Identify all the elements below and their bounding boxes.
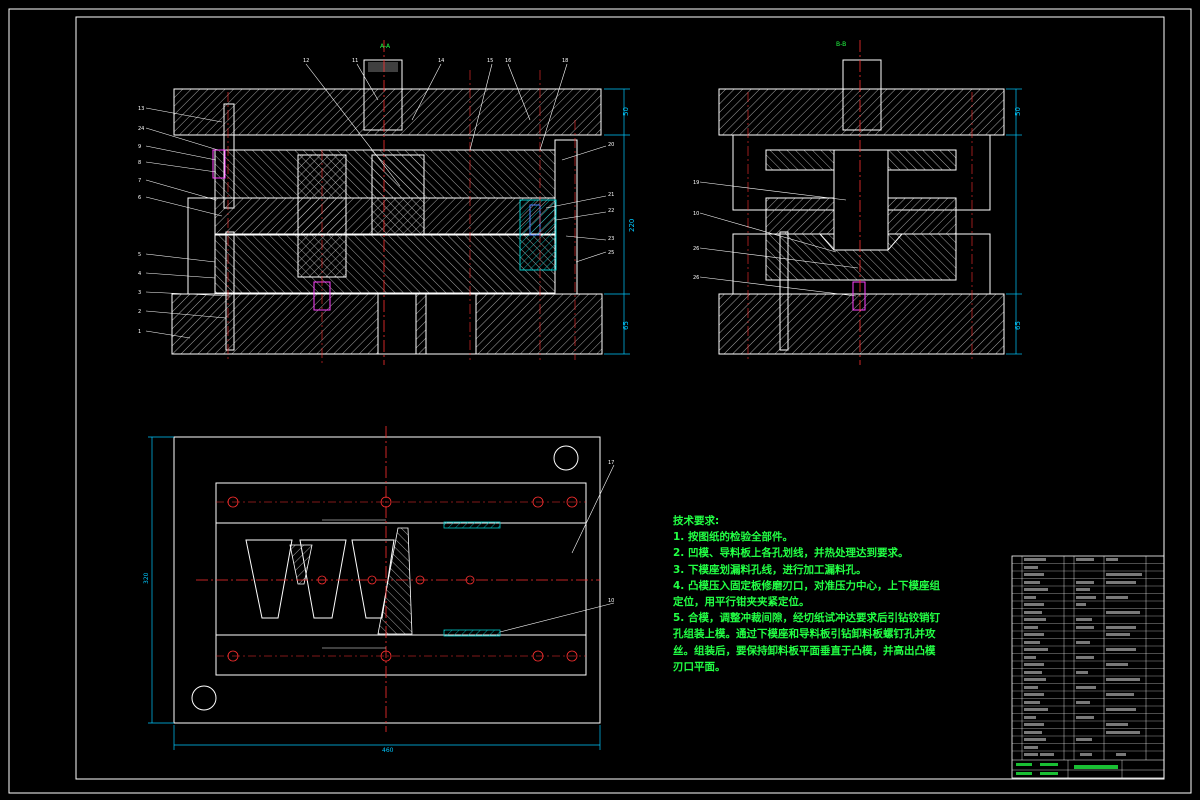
svg-text:9: 9 <box>138 144 141 150</box>
technical-requirements: 技术要求: 1. 按图纸的检验全部件。 2. 凹模、导料板上各孔划线，并热处理达… <box>673 513 943 675</box>
svg-text:23: 23 <box>608 236 614 242</box>
svg-text:26: 26 <box>693 246 699 252</box>
svg-text:25: 25 <box>608 250 614 256</box>
section-b-b-view: 19 10 26 26 <box>693 40 1022 365</box>
svg-text:14: 14 <box>438 58 444 64</box>
dim-plan-height: 320 <box>143 572 150 584</box>
dim-plan-width: 460 <box>382 747 394 754</box>
svg-text:22: 22 <box>608 208 614 214</box>
bom-table <box>1011 555 1165 779</box>
svg-text:3: 3 <box>138 290 141 296</box>
note-item-2: 2. 凹模、导料板上各孔划线，并热处理达到要求。 <box>673 547 909 560</box>
svg-text:7: 7 <box>138 178 141 184</box>
note-item-5: 5. 合模，调整冲裁间隙，经切纸试冲达要求后引钻铰销钉孔组装上模。通过下模座和导… <box>673 612 940 673</box>
svg-text:12: 12 <box>303 58 309 64</box>
svg-text:1: 1 <box>138 329 141 335</box>
svg-text:16: 16 <box>505 58 511 64</box>
drawing-border <box>8 8 1192 794</box>
dim-bottom-plate: 65 <box>622 321 630 330</box>
svg-text:18: 18 <box>562 58 568 64</box>
section-label-left: A-A <box>380 43 391 50</box>
svg-text:2: 2 <box>138 309 141 315</box>
svg-text:6: 6 <box>138 195 141 201</box>
svg-text:20: 20 <box>608 142 614 148</box>
note-item-3: 3. 下模座划漏料孔线，进行加工漏料孔。 <box>673 563 867 576</box>
svg-text:17: 17 <box>608 460 614 466</box>
svg-text:26: 26 <box>693 275 699 281</box>
section-label-right: B-B <box>836 41 846 48</box>
dim-top-plate-b: 50 <box>1014 107 1022 116</box>
svg-text:11: 11 <box>352 58 358 64</box>
svg-text:24: 24 <box>138 126 144 132</box>
drawing-frame <box>75 16 1165 780</box>
dim-bottom-plate-b: 65 <box>1014 321 1022 330</box>
note-item-4: 4. 凸模压入固定板修磨刃口，对准压力中心，上下模座组定位，用平行钳夹夹紧定位。 <box>673 579 940 609</box>
svg-text:15: 15 <box>487 58 493 64</box>
svg-text:8: 8 <box>138 160 141 166</box>
svg-text:5: 5 <box>138 252 141 258</box>
dim-total-height: 220 <box>628 219 636 232</box>
dim-top-plate: 50 <box>622 107 630 116</box>
svg-text:13: 13 <box>138 106 144 112</box>
svg-text:19: 19 <box>693 180 699 186</box>
svg-text:10: 10 <box>693 211 699 217</box>
svg-text:21: 21 <box>608 192 614 198</box>
notes-title: 技术要求: <box>673 515 720 527</box>
svg-text:4: 4 <box>138 271 141 277</box>
svg-text:10: 10 <box>608 598 614 604</box>
note-item-1: 1. 按图纸的检验全部件。 <box>673 531 793 544</box>
